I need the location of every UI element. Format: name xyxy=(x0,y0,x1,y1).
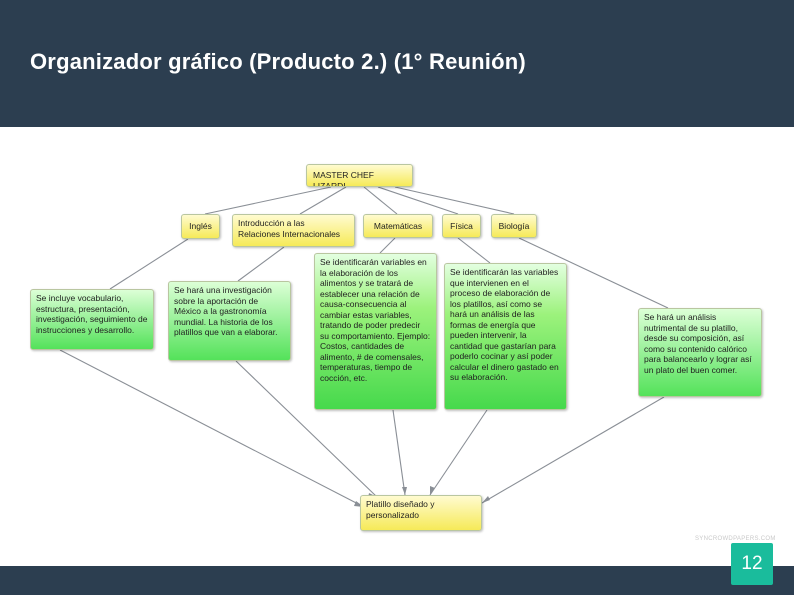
connector-ingles-result xyxy=(59,349,365,508)
arrowhead-matematicas xyxy=(402,487,407,495)
header-bar: Organizador gráfico (Producto 2.) (1° Re… xyxy=(0,0,794,127)
connector-lines xyxy=(59,186,669,508)
connector-biologia-desc xyxy=(518,237,669,309)
connector-ingles-desc xyxy=(109,238,189,290)
watermark-text: SYNCROWDPAPERS.COM xyxy=(695,536,776,542)
concept-map: MASTER CHEF LIZARDI Inglés Introducción … xyxy=(0,127,794,566)
description-node-ingles: Se incluye vocabulario, estructura, pres… xyxy=(30,289,154,350)
description-node-intro: Se hará una investigación sobre la aport… xyxy=(168,281,291,361)
subject-node-fisica: Física xyxy=(442,214,481,238)
description-node-matematicas: Se identificarán variables en la elabora… xyxy=(314,253,437,410)
connector-matematicas-result xyxy=(392,409,406,496)
connector-biologia-result xyxy=(481,396,665,504)
slide-title: Organizador gráfico (Producto 2.) (1° Re… xyxy=(30,49,526,74)
arrowhead-biologia xyxy=(482,496,490,503)
arrowhead-fisica xyxy=(430,486,435,495)
connector-fisica-desc xyxy=(457,237,491,264)
subject-node-intro: Introducción a las Relaciones Internacio… xyxy=(232,214,355,247)
page-number-badge: 12 xyxy=(731,543,773,585)
connector-root-fisica xyxy=(377,186,459,215)
root-node: MASTER CHEF LIZARDI xyxy=(306,164,413,187)
footer-bar xyxy=(0,566,794,595)
connector-matematicas-desc xyxy=(379,237,396,254)
subject-node-ingles: Inglés xyxy=(181,214,220,239)
subject-node-matematicas: Matemáticas xyxy=(363,214,433,238)
connector-root-intro xyxy=(299,186,347,215)
connector-intro-desc xyxy=(237,246,285,282)
subject-node-biologia: Biología xyxy=(491,214,537,238)
connector-intro-result xyxy=(235,360,378,498)
result-node: Platillo diseñado y personalizado xyxy=(360,495,482,531)
connector-root-ingles xyxy=(204,186,332,215)
connector-root-matematicas xyxy=(363,186,398,215)
description-node-fisica: Se identificarán las variables que inter… xyxy=(444,263,567,410)
connector-root-biologia xyxy=(394,186,515,215)
description-node-biologia: Se hará un análisis nutrimental de su pl… xyxy=(638,308,762,397)
connector-fisica-result xyxy=(429,409,488,496)
